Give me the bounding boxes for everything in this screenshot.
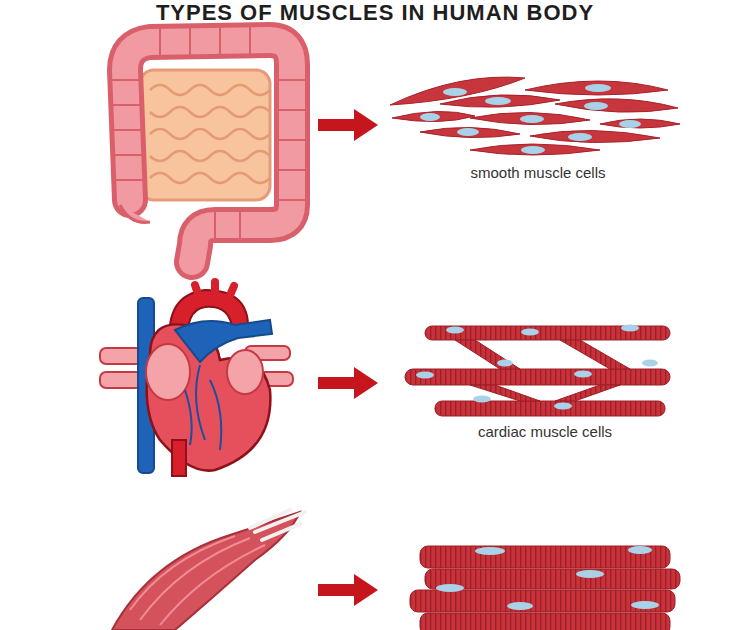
cell-caption: smooth muscle cells	[470, 164, 605, 181]
cardiac-muscle-cells	[405, 326, 670, 416]
cell-caption: cardiac muscle cells	[478, 423, 612, 440]
diagram-title: TYPES OF MUSCLES IN HUMAN BODY	[156, 0, 594, 26]
cell-nucleus	[420, 84, 641, 154]
intestine-illustration	[112, 27, 306, 262]
arrow	[318, 109, 378, 606]
smooth-muscle-cells	[390, 77, 680, 155]
skeletal-muscle-cells	[410, 546, 680, 630]
cell-nucleus	[416, 325, 658, 410]
cell-nucleus	[436, 546, 659, 610]
heart-illustration	[100, 282, 293, 476]
skeletal-muscle-illustration	[112, 510, 305, 630]
